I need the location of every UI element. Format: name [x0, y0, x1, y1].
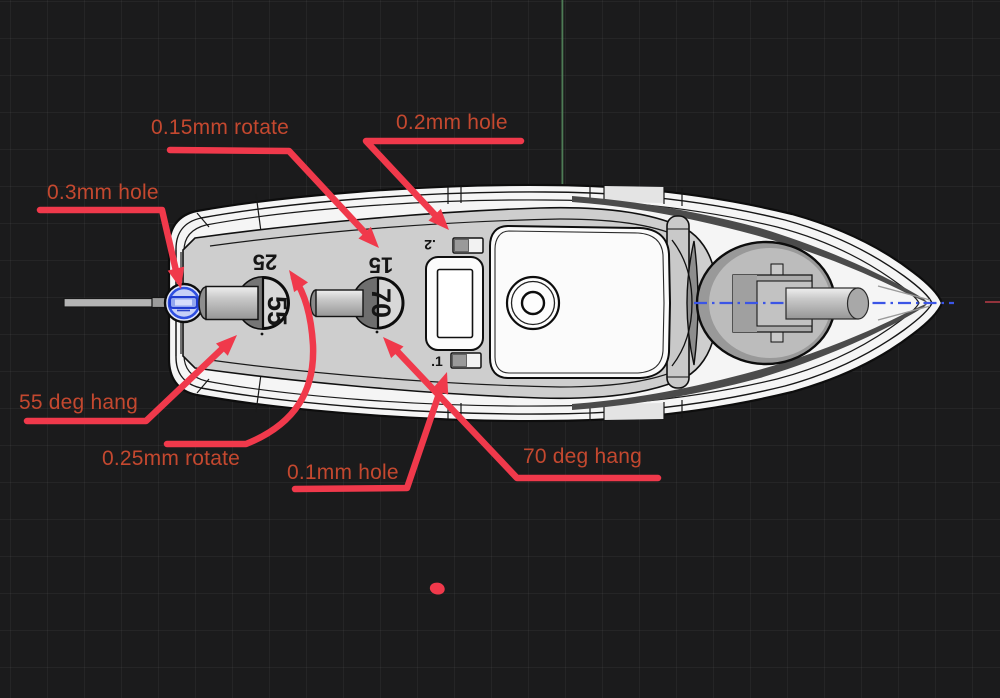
label-hole-03: 0.3mm hole — [47, 181, 159, 204]
label-hole-02: 0.2mm hole — [396, 111, 508, 134]
leader-hole-01 — [291, 384, 445, 493]
dial-55[interactable]: 55 25 — [198, 250, 292, 336]
arrowhead-hang-70 — [383, 337, 404, 359]
boat-model[interactable]: .2 .1 — [63, 183, 954, 423]
main-hatch-panel — [489, 224, 672, 379]
label-rotate-015: 0.15mm rotate — [151, 116, 289, 139]
dial-55-number: 55 — [262, 296, 292, 326]
main-hatch[interactable] — [489, 224, 693, 379]
bow-chine-lines — [877, 285, 931, 321]
coaming-line-top — [209, 218, 687, 247]
label-hang-55: 55 deg hang — [19, 391, 138, 414]
hatch-knob-center — [520, 290, 546, 316]
leader-rotate-025 — [163, 274, 317, 448]
slot-01: .1 — [431, 352, 482, 369]
bow-shaft — [785, 287, 870, 320]
stern-shaft — [63, 296, 170, 309]
dial-55-small-number: 25 — [253, 250, 277, 275]
arrowhead-rotate-025 — [289, 270, 309, 293]
hatch-knob-ring — [510, 280, 556, 326]
bow-mechanism[interactable] — [695, 240, 837, 366]
annotation-arrowheads — [167, 208, 449, 395]
rim-segment-top — [604, 186, 664, 203]
fore-hatch — [425, 256, 484, 351]
arrowhead-hang-55 — [215, 335, 237, 356]
dial-70-number: 70 — [366, 288, 396, 318]
leader-rotate-015 — [166, 146, 372, 240]
red-marker-dot — [429, 582, 445, 595]
arrowhead-hole-03 — [167, 266, 185, 289]
dial-70-small-number: 15 — [369, 253, 393, 278]
rim-segment-bottom — [604, 403, 664, 420]
block-tab-top — [770, 263, 784, 277]
arrowhead-rotate-015 — [358, 226, 379, 248]
hull-contour-2 — [183, 199, 920, 407]
label-hang-70: 70 deg hang — [523, 445, 642, 468]
label-hole-01: 0.1mm hole — [287, 461, 399, 484]
shaft-barrel-left — [205, 285, 259, 321]
coaming-line-bottom — [209, 359, 687, 388]
leader-hang-70 — [392, 346, 662, 482]
leader-hole-03 — [36, 206, 181, 279]
hatch-right-arc-1 — [671, 239, 693, 367]
leader-hole-02 — [362, 137, 525, 221]
arrowhead-hole-01 — [432, 372, 449, 395]
dial-70[interactable]: 70 15 — [309, 253, 405, 334]
leader-hang-55 — [23, 343, 228, 425]
slot-02-label: .2 — [424, 237, 436, 253]
slot-01-label: .1 — [431, 353, 443, 369]
annotation-lines — [23, 137, 662, 493]
slot-02: .2 — [424, 237, 484, 254]
arrowhead-hole-02 — [428, 208, 449, 230]
label-rotate-025: 0.25mm rotate — [102, 447, 240, 470]
main-hatch-inner-line — [494, 230, 665, 374]
shaft-barrel-mid — [315, 289, 364, 318]
rudder-hole-fitting[interactable] — [163, 282, 205, 324]
